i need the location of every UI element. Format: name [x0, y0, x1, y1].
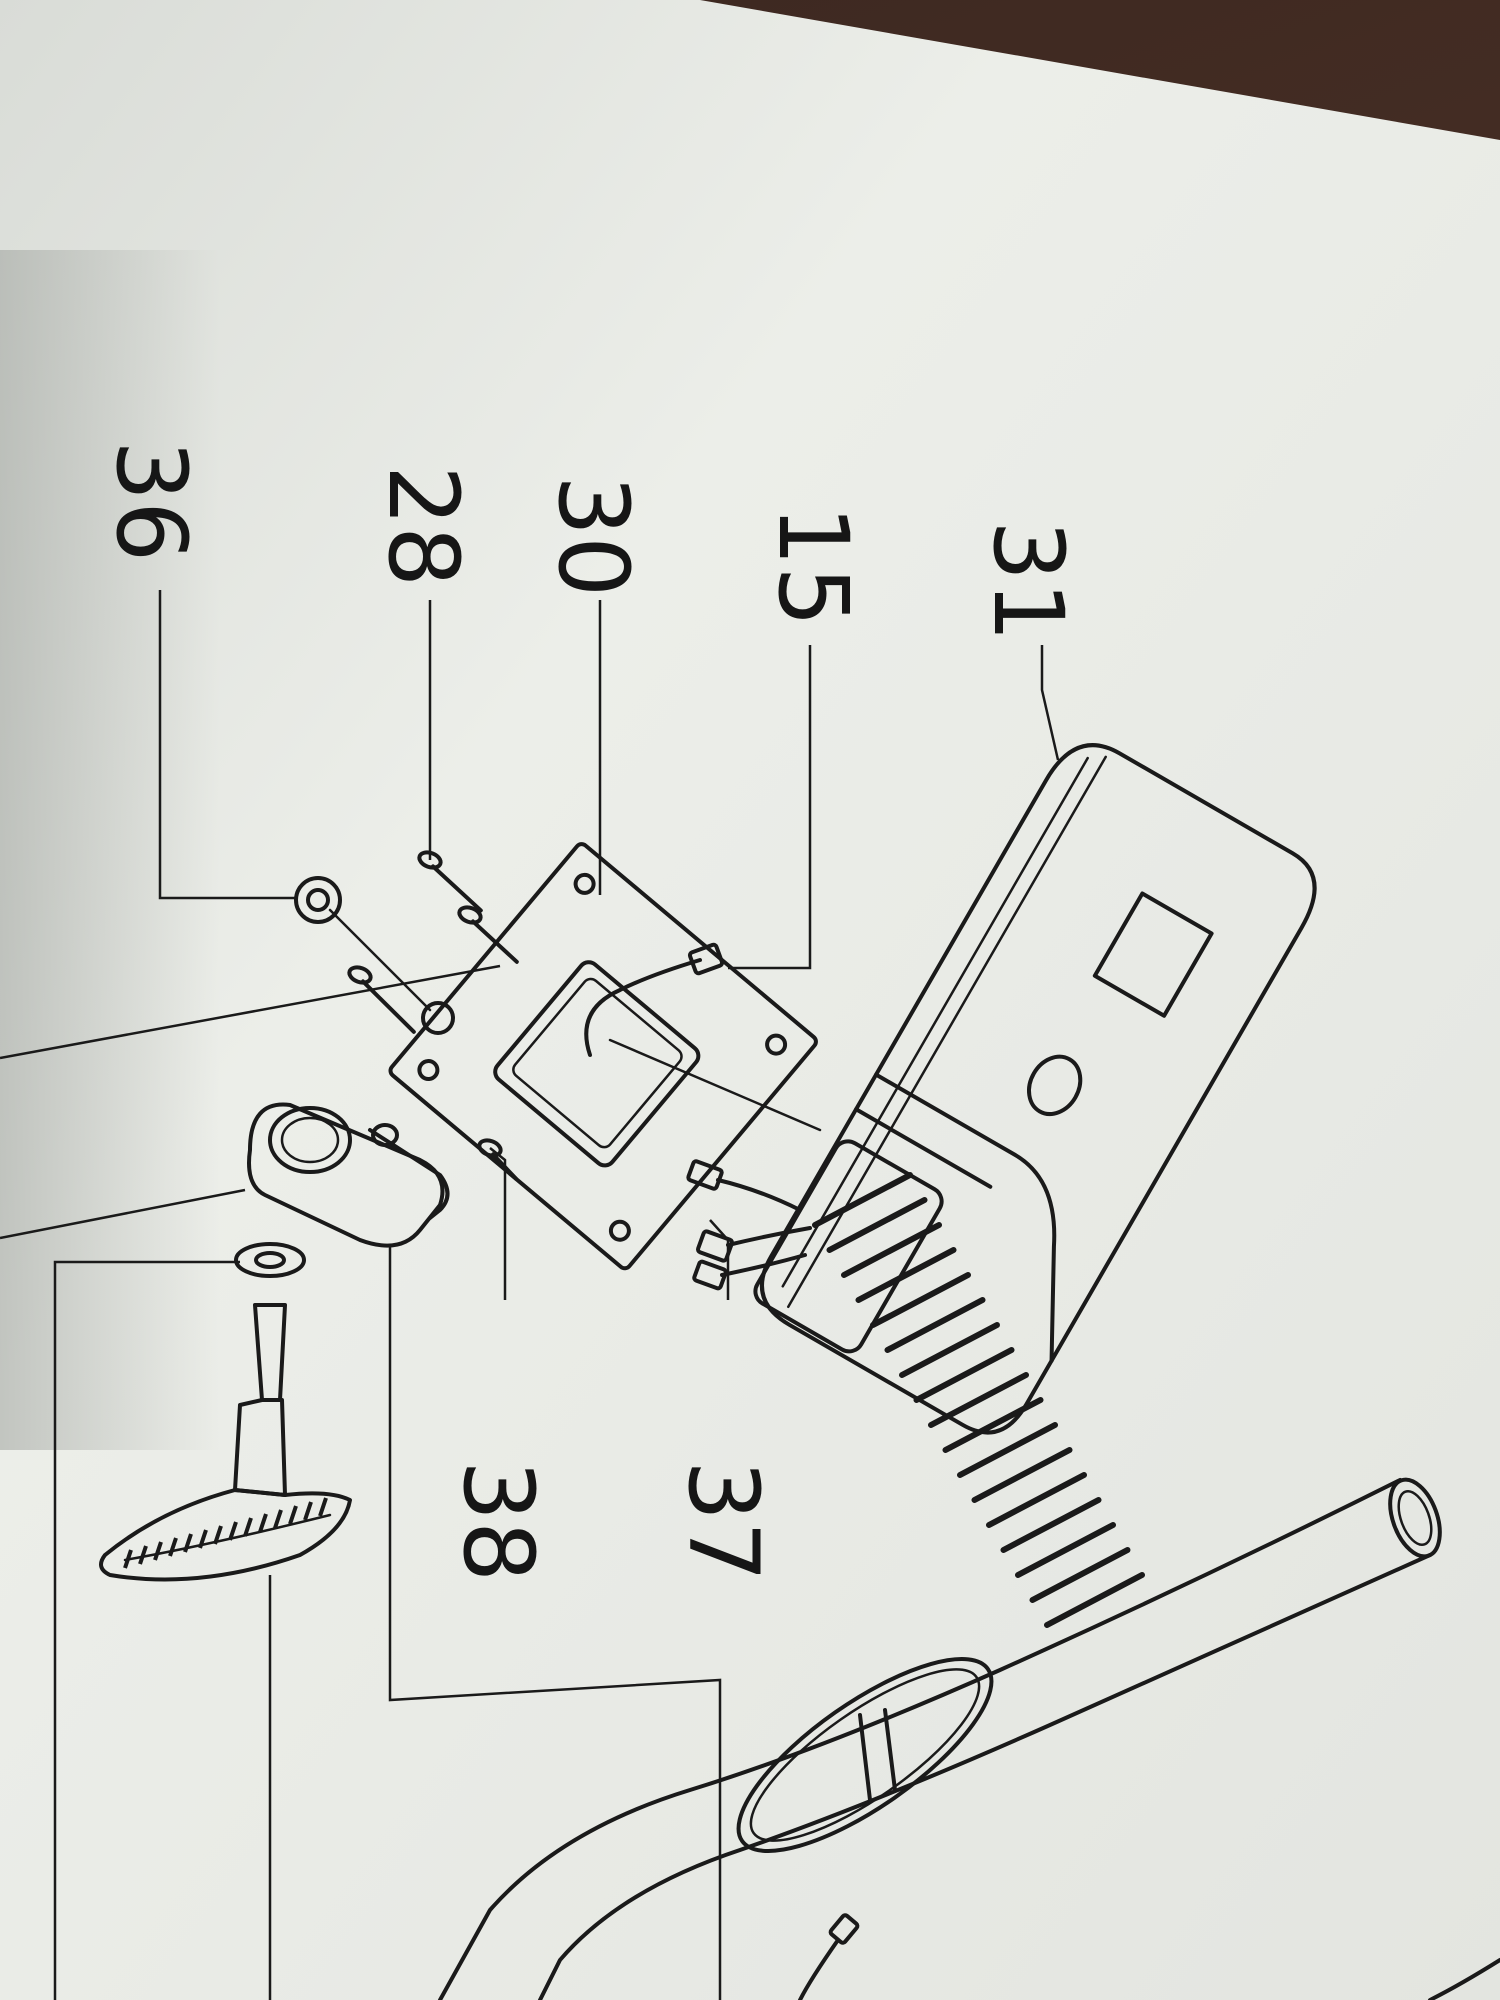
vent-slot: [1044, 1572, 1145, 1628]
callout-15: 15: [757, 505, 869, 627]
foot-tread: [273, 1509, 283, 1529]
foot-treads: [123, 1497, 328, 1569]
foot-tread: [138, 1545, 148, 1565]
leader-38: [489, 1147, 507, 1300]
vent-slot: [812, 1172, 913, 1228]
foot-tread: [228, 1521, 238, 1541]
bottom-cable: [798, 1913, 860, 2000]
display-window: [1092, 891, 1214, 1018]
frame-tube: [438, 1477, 1500, 2000]
callout-30: 30: [537, 475, 649, 597]
leader-15: [728, 645, 812, 970]
foot-tread: [258, 1513, 268, 1533]
frame-line-upper: [0, 964, 501, 1060]
vent-slot: [986, 1472, 1087, 1528]
foot-tread: [198, 1529, 208, 1549]
vent-slot: [884, 1297, 986, 1353]
leader-washer: [53, 1260, 240, 2000]
tube-end: [1388, 1477, 1442, 1559]
plate-cutout: [493, 960, 701, 1168]
callout-labels: 31 15 30 28 36 37 38: [95, 440, 1084, 1582]
vent-slot: [957, 1422, 1058, 1478]
frame-line-lower: [0, 1188, 246, 1240]
foot-tread: [153, 1541, 163, 1561]
vent-slot: [826, 1197, 928, 1253]
foot-tread: [213, 1525, 223, 1545]
screw-part-38: [477, 1138, 519, 1181]
foot-tread: [288, 1505, 298, 1525]
screws-part-28: [347, 850, 519, 1034]
vent-slot: [1029, 1547, 1131, 1603]
vent-slot: [855, 1247, 957, 1303]
leader-31: [1040, 645, 1060, 761]
callout-37: 37: [667, 1460, 779, 1582]
foot-tread: [123, 1549, 133, 1569]
vent-slot: [1015, 1522, 1116, 1578]
paper-shadow: [0, 250, 220, 1450]
callout-38: 38: [442, 1460, 554, 1582]
foot-assembly: [99, 1242, 352, 1582]
foot-tread: [168, 1537, 178, 1557]
vent-slot: [899, 1322, 1000, 1378]
vent-slot: [928, 1372, 1029, 1428]
callout-28: 28: [367, 465, 479, 587]
foot-tread: [183, 1533, 193, 1553]
vent-slot: [870, 1272, 971, 1328]
console-button: [1027, 1054, 1083, 1116]
vent-slots: [812, 1172, 1145, 1628]
connectors-part-37: [686, 1159, 812, 1291]
vent-slot: [913, 1347, 1015, 1403]
cable-part-15: [584, 942, 822, 1132]
callout-31: 31: [972, 520, 1084, 642]
vent-slot: [971, 1447, 1073, 1503]
leader-lines: [0, 590, 1060, 2000]
leader-bracket: [388, 1245, 722, 2000]
vent-slot: [841, 1222, 942, 1278]
foot-tread: [318, 1497, 328, 1517]
vent-slot: [1000, 1497, 1102, 1553]
leader-36: [158, 590, 295, 900]
clamp-bracket: [247, 1102, 450, 1248]
foot-tread: [243, 1517, 253, 1537]
vent-slot: [942, 1397, 1044, 1453]
washers-part-36: [294, 876, 455, 1035]
tube-opening: [736, 1656, 994, 1854]
callout-36: 36: [95, 440, 207, 562]
foot-tread: [303, 1501, 313, 1521]
